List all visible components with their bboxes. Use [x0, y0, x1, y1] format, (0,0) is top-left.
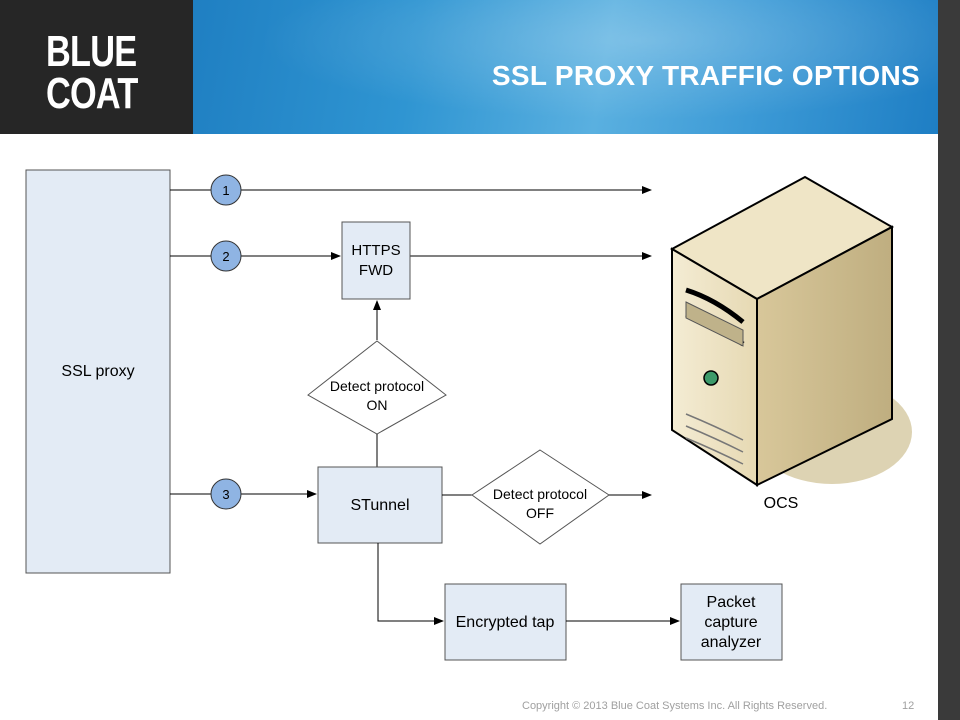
https-fwd-box: HTTPS FWD [341, 221, 411, 300]
encrypted-tap-label: Encrypted tap [456, 614, 555, 631]
stunnel-to-tap-arrow [377, 543, 444, 625]
https-fwd-label-line1: HTTPS [351, 242, 400, 259]
https-fwd-label-line2: FWD [359, 262, 393, 279]
encrypted-tap-box: Encrypted tap [444, 583, 567, 661]
detect-off-label-line2: OFF [526, 505, 554, 521]
ssl-proxy-label: SSL proxy [61, 363, 134, 380]
header-banner [193, 0, 938, 134]
page-number: 12 [902, 700, 915, 712]
detect-protocol-on-diamond: Detect protocol ON [307, 340, 447, 435]
marker-2: 2 [210, 240, 242, 272]
detect-protocol-off-diamond: Detect protocol OFF [471, 449, 610, 545]
packet-label-line3: analyzer [701, 634, 762, 651]
ssl-proxy-box: SSL proxy [25, 169, 171, 574]
logo-text-line2: COAT [46, 69, 138, 118]
stunnel-label: STunnel [351, 497, 410, 514]
marker-3-label: 3 [222, 487, 229, 502]
marker-3: 3 [210, 478, 242, 510]
packet-label-line1: Packet [707, 594, 756, 611]
marker-2-label: 2 [222, 249, 229, 264]
blue-coat-logo: BLUE COAT [0, 0, 193, 134]
detect-on-label-line1: Detect protocol [330, 378, 424, 394]
server-icon [669, 175, 912, 487]
logo-text-line1: BLUE [46, 27, 137, 76]
traffic-diagram: SSL proxy 1 2 HTTPS FWD Detect protocol … [25, 169, 912, 661]
detect-on-label-line2: ON [367, 397, 388, 413]
ocs-label: OCS [764, 495, 799, 512]
slide-title: SSL PROXY TRAFFIC OPTIONS [491, 60, 920, 91]
marker-1: 1 [210, 174, 242, 206]
packet-label-line2: capture [704, 614, 757, 631]
marker-1-label: 1 [222, 183, 229, 198]
right-edge-strip [938, 0, 960, 720]
detect-off-label-line1: Detect protocol [493, 486, 587, 502]
packet-capture-analyzer-box: Packet capture analyzer [680, 583, 783, 661]
copyright-footer: Copyright © 2013 Blue Coat Systems Inc. … [522, 700, 828, 712]
stunnel-box: STunnel [317, 466, 443, 544]
